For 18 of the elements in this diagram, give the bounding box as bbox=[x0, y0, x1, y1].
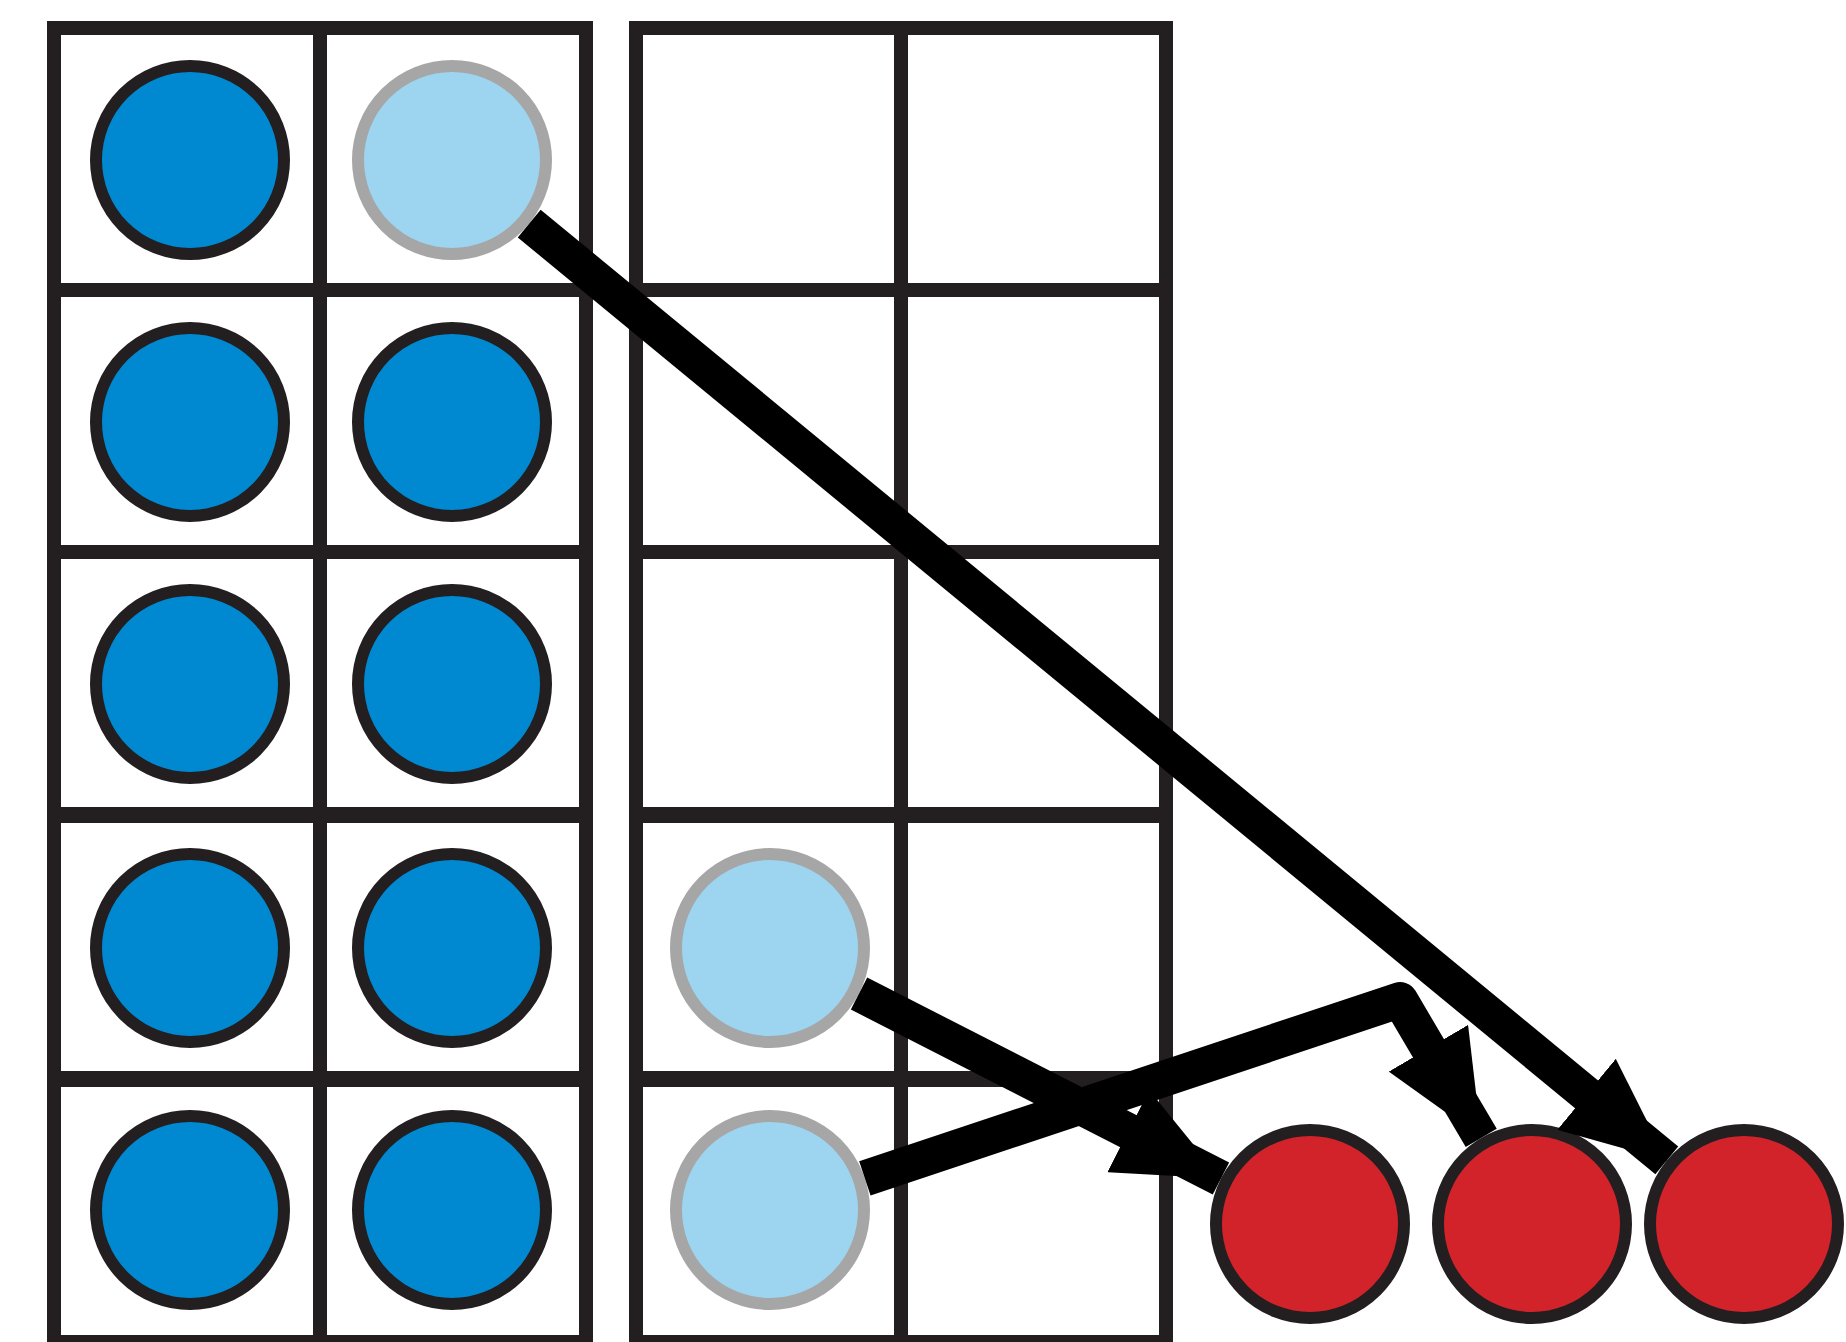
counter-circle bbox=[350, 320, 554, 524]
counter-circle bbox=[350, 582, 554, 786]
counter-circle bbox=[1642, 1122, 1846, 1326]
counter-circle bbox=[350, 1108, 554, 1312]
counter-circle bbox=[1208, 1122, 1412, 1326]
counter-circle bbox=[88, 1108, 292, 1312]
arrow bbox=[850, 977, 1230, 1195]
counter-circle bbox=[350, 58, 554, 262]
arrow bbox=[859, 982, 1497, 1196]
counter-circle bbox=[668, 846, 872, 1050]
arrow bbox=[517, 209, 1679, 1175]
counter-circle bbox=[88, 58, 292, 262]
counter-circle bbox=[88, 320, 292, 524]
counter-circle bbox=[668, 1108, 872, 1312]
counter-circle bbox=[350, 846, 554, 1050]
counter-circle bbox=[88, 846, 292, 1050]
counter-circle bbox=[88, 582, 292, 786]
counter-circle bbox=[1430, 1122, 1634, 1326]
